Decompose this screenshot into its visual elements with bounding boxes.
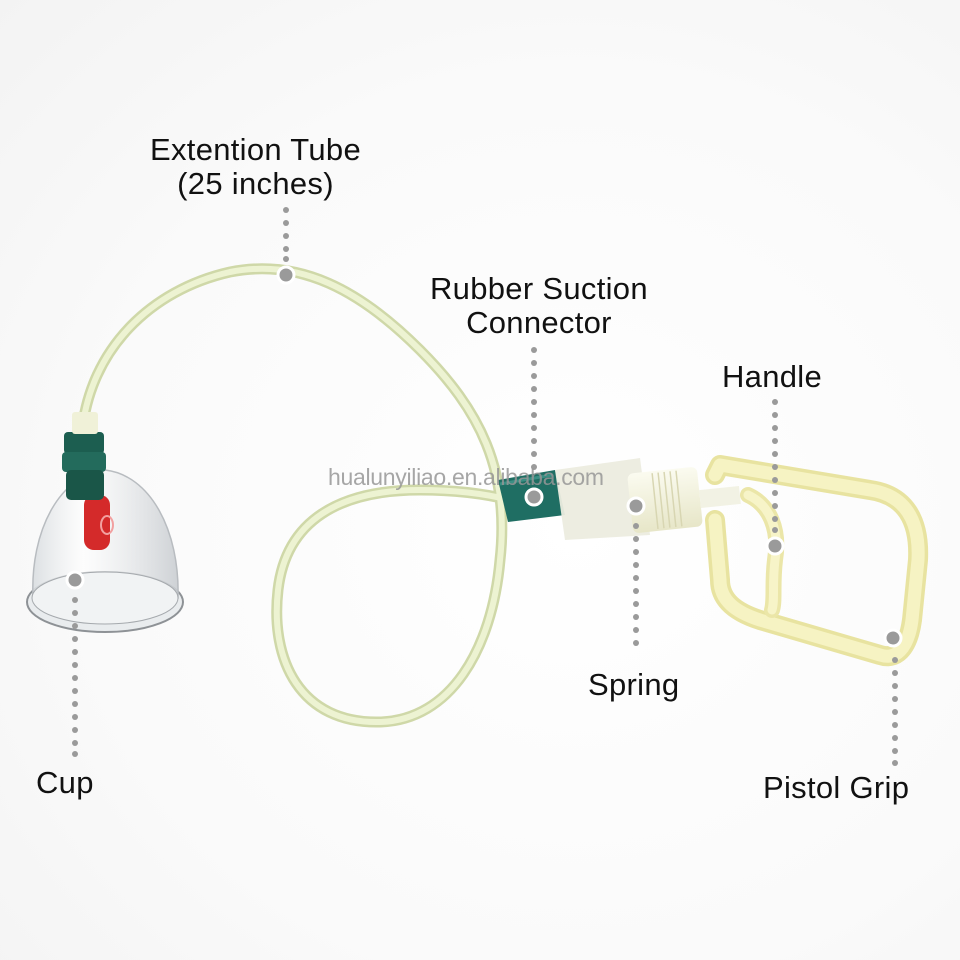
label-rubber-suction-line2: Connector [466, 305, 612, 340]
label-rubber-suction-connector: Rubber Suction Connector [430, 272, 648, 340]
label-pistol-grip: Pistol Grip [763, 770, 910, 805]
valve [84, 495, 110, 550]
callout-spring [626, 496, 646, 646]
label-extension-tube-length: (25 inches) [177, 166, 334, 201]
label-handle: Handle [722, 359, 823, 394]
cup [26, 412, 184, 633]
label-rubber-suction-line1: Rubber Suction [430, 271, 648, 306]
cup-connector [62, 412, 106, 500]
callout-cup [65, 570, 85, 757]
pump-body [555, 458, 741, 540]
handle-grip [705, 455, 929, 667]
extension-tube [76, 263, 516, 728]
label-extension-tube: Extention Tube (25 inches) [150, 133, 361, 201]
callout-pistol-grip [883, 628, 903, 766]
watermark: hualunyiliao.en.alibaba.com [328, 464, 604, 490]
callout-rubber-connector [524, 347, 544, 507]
label-extension-tube-title: Extention Tube [150, 132, 362, 167]
label-spring: Spring [588, 667, 680, 702]
callout-handle [765, 399, 785, 556]
callouts [65, 207, 903, 766]
callout-extension-tube [276, 207, 296, 285]
label-cup: Cup [36, 765, 94, 800]
